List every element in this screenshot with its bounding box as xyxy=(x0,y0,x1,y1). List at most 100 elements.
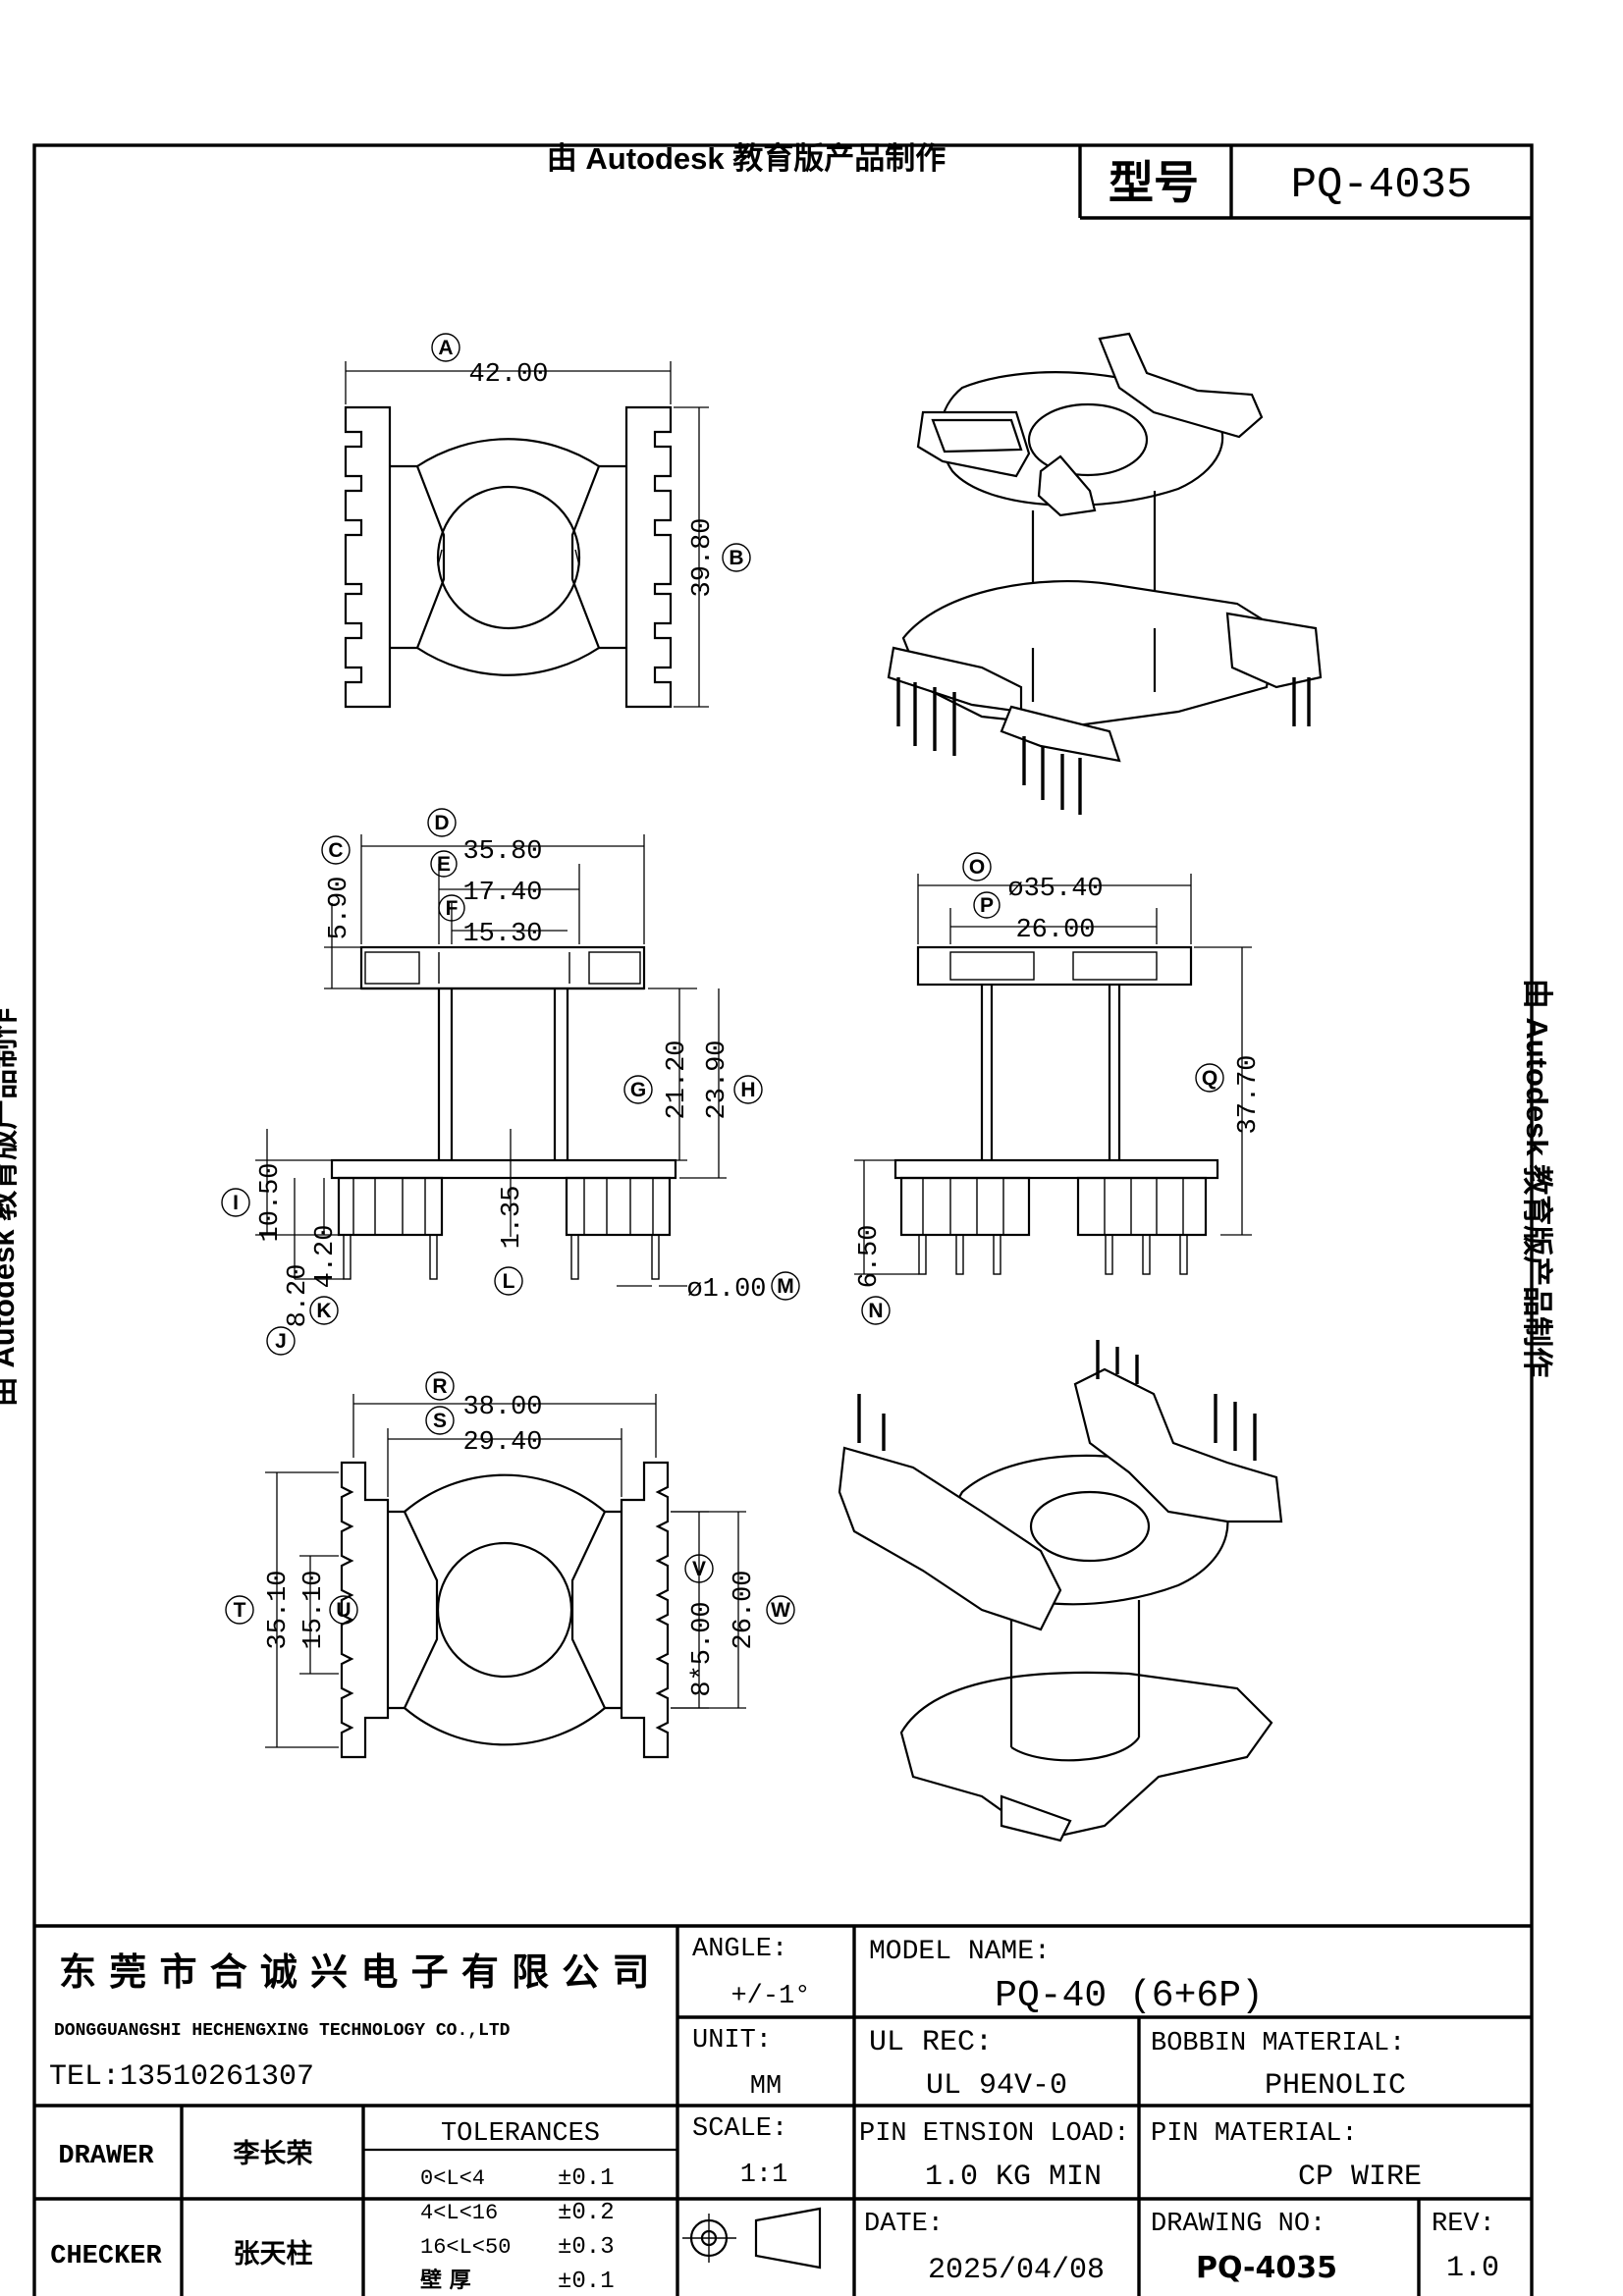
bubble-u xyxy=(329,1595,358,1625)
svg-text:DRAWER: DRAWER xyxy=(58,2142,154,2171)
iso-top-core-hole xyxy=(1027,402,1149,477)
rev-value: 1.0 xyxy=(1446,2252,1499,2285)
bobbin-value: PHENOLIC xyxy=(1265,2069,1406,2103)
svg-text:D: D xyxy=(434,812,449,834)
tolerance-table: 0<L<4 ±0.1 4<L<16 ±0.2 16<L<50 ±0.3 壁 厚 … xyxy=(420,2165,615,2295)
svg-text:R: R xyxy=(432,1375,447,1398)
svg-text:SCALE:: SCALE: xyxy=(692,2114,787,2144)
iso-bottom-pins xyxy=(857,1340,1257,1461)
bubble-b xyxy=(722,543,751,572)
bubble-o xyxy=(962,852,992,881)
bubble-v xyxy=(684,1554,714,1583)
svg-text:±0.2: ±0.2 xyxy=(558,2200,615,2226)
side-pins xyxy=(918,1234,1188,1275)
svg-text:壁 厚: 壁 厚 xyxy=(420,2268,471,2293)
iso-bottom-pin-block xyxy=(838,1446,1062,1631)
side-pin-block xyxy=(1076,1176,1208,1237)
svg-text:0<L<4: 0<L<4 xyxy=(420,2166,485,2191)
svg-text:4<L<16: 4<L<16 xyxy=(420,2201,498,2225)
iso-view-top xyxy=(887,332,1323,815)
drawer-name: 李长荣 xyxy=(233,2139,313,2169)
iso-bottom-tube xyxy=(1009,1600,1141,1747)
company-name-cn: 东 莞 市 合 诚 兴 电 子 有 限 公 司 xyxy=(59,1950,650,1994)
front-pin-block xyxy=(337,1176,444,1237)
svg-text:UNIT:: UNIT: xyxy=(692,2026,772,2056)
dim-m: ø1.00 xyxy=(686,1275,766,1305)
dim-c: 5.90 xyxy=(325,877,354,940)
front-pin-block xyxy=(565,1176,672,1237)
svg-text:MODEL NAME:: MODEL NAME: xyxy=(869,1937,1051,1967)
bubble-s xyxy=(425,1406,455,1435)
model-label: 型号 xyxy=(1109,156,1199,209)
bubble-e xyxy=(430,850,458,878)
dim-e: 17.40 xyxy=(462,879,542,908)
date-value: 2025/04/08 xyxy=(928,2254,1105,2287)
dim-w: 26.00 xyxy=(730,1570,759,1649)
svg-text:M: M xyxy=(777,1275,794,1298)
company-tel: TEL:13510261307 xyxy=(49,2060,314,2094)
bubble-c xyxy=(321,835,351,865)
svg-text:P: P xyxy=(980,894,994,917)
bottom-view-arc xyxy=(404,1707,606,1746)
bubble-g xyxy=(623,1075,653,1104)
svg-text:W: W xyxy=(771,1599,790,1622)
svg-text:±0.1: ±0.1 xyxy=(558,2165,615,2192)
dim-g: 21.20 xyxy=(663,1040,692,1119)
dim-b: 39.80 xyxy=(688,517,718,597)
side-view: O ø35.40 P 26.00 37.70 Q 6.50 N xyxy=(854,852,1264,1325)
dim-j: 8.20 xyxy=(284,1264,313,1328)
iso-top-tab xyxy=(1098,332,1264,439)
bubble-l xyxy=(494,1266,523,1296)
iso-top-base xyxy=(901,579,1278,728)
svg-text:REV:: REV: xyxy=(1432,2210,1495,2239)
top-view-arc xyxy=(416,438,600,467)
svg-text:DRAWING NO:: DRAWING NO: xyxy=(1151,2210,1325,2239)
svg-text:Q: Q xyxy=(1202,1067,1217,1090)
dim-f: 15.30 xyxy=(462,920,542,949)
drawing-no-value: PQ-4035 xyxy=(1196,2251,1337,2285)
bottom-view-flange xyxy=(388,1510,439,1710)
projection-symbol xyxy=(682,2207,822,2269)
bottom-view-outline xyxy=(620,1461,670,1759)
svg-text:±0.1: ±0.1 xyxy=(558,2269,615,2295)
angle-value: +/-1° xyxy=(730,1982,810,2011)
dim-h: 23.90 xyxy=(703,1040,732,1119)
svg-text:TOLERANCES: TOLERANCES xyxy=(441,2119,600,2149)
checker-name: 张天柱 xyxy=(234,2239,313,2269)
top-view-flange xyxy=(570,464,626,650)
svg-text:V: V xyxy=(692,1558,706,1580)
dim-u: 15.10 xyxy=(299,1570,329,1649)
svg-text:PIN MATERIAL:: PIN MATERIAL: xyxy=(1151,2119,1358,2149)
svg-text:16<L<50: 16<L<50 xyxy=(420,2235,511,2260)
dim-t: 35.10 xyxy=(264,1570,294,1649)
svg-text:BOBBIN MATERIAL:: BOBBIN MATERIAL: xyxy=(1151,2029,1405,2058)
svg-text:N: N xyxy=(868,1300,883,1322)
top-view-arc xyxy=(416,647,600,676)
iso-top-tab xyxy=(1037,454,1097,517)
bubble-t xyxy=(225,1595,254,1625)
iso-bottom-base xyxy=(899,1671,1273,1838)
iso-bottom-core-hole xyxy=(1029,1490,1151,1563)
iso-top-pins xyxy=(896,677,1311,815)
svg-text:UL REC:: UL REC: xyxy=(869,2026,993,2059)
dim-n: 6.50 xyxy=(855,1225,885,1289)
bubble-i xyxy=(221,1188,250,1217)
front-bottom-flange xyxy=(330,1158,677,1180)
svg-text:B: B xyxy=(729,547,743,569)
dim-d: 35.80 xyxy=(462,837,542,867)
svg-text:S: S xyxy=(433,1410,447,1432)
title-block: 东 莞 市 合 诚 兴 电 子 有 限 公 司 DONGGUANGSHI HEC… xyxy=(34,1924,1532,2296)
svg-text:T: T xyxy=(234,1599,246,1622)
top-view: A 42.00 39.80 B xyxy=(344,333,751,709)
bubble-r xyxy=(425,1371,455,1401)
svg-text:F: F xyxy=(446,897,459,920)
dim-l: 1.35 xyxy=(498,1186,527,1250)
bubble-w xyxy=(766,1595,795,1625)
bubble-f xyxy=(438,894,465,922)
top-view-outline xyxy=(344,405,392,709)
top-view-flange xyxy=(390,464,446,650)
dim-o: ø35.40 xyxy=(1007,875,1103,904)
bubble-a xyxy=(431,333,460,362)
dim-s: 29.40 xyxy=(462,1428,542,1458)
bottom-view-arc xyxy=(404,1473,606,1513)
